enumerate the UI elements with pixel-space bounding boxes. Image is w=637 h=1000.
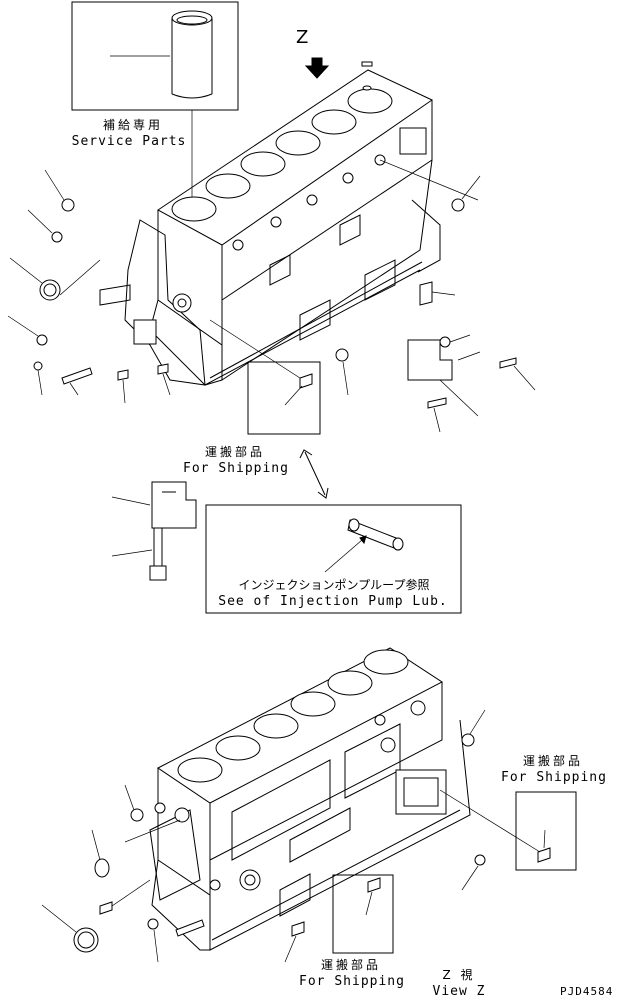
drawing-code: PJD4584 — [560, 985, 614, 998]
service-parts-box — [71, 1, 239, 200]
cylinder-block-top — [99, 61, 441, 386]
loose-parts-bottom — [41, 709, 486, 963]
service-parts-en: Service Parts — [71, 134, 187, 149]
loose-parts-top-left — [7, 169, 171, 404]
view-z-en: View Z — [432, 984, 486, 999]
title-letter-z: Z — [296, 27, 312, 48]
loose-parts-top-right — [335, 159, 536, 433]
service-parts-jp: 補給専用 — [102, 118, 163, 132]
for-shipping-right-jp: 運搬部品 — [522, 754, 583, 768]
cylinder-liner — [171, 10, 213, 99]
for-shipping-top-jp: 運搬部品 — [204, 445, 265, 459]
for-shipping-top-en: For Shipping — [183, 461, 289, 476]
for-shipping-box-bottom — [284, 874, 394, 963]
view-z-jp: Z 視 — [442, 968, 476, 982]
shipping-parts-middle — [111, 481, 197, 581]
double-arrow — [299, 449, 329, 499]
for-shipping-box-top — [209, 319, 321, 435]
for-shipping-bottom-jp: 運搬部品 — [320, 958, 381, 972]
injection-pump-box — [205, 504, 462, 614]
injection-note-en: See of Injection Pump Lub. — [218, 594, 448, 609]
for-shipping-bottom-en: For Shipping — [299, 974, 405, 989]
for-shipping-right-en: For Shipping — [501, 770, 607, 785]
view-z-arrow — [304, 57, 330, 79]
cylinder-block-bottom — [149, 647, 471, 951]
for-shipping-box-right — [439, 789, 577, 871]
injection-note-jp: インジェクションポンプループ参照 — [238, 578, 430, 592]
